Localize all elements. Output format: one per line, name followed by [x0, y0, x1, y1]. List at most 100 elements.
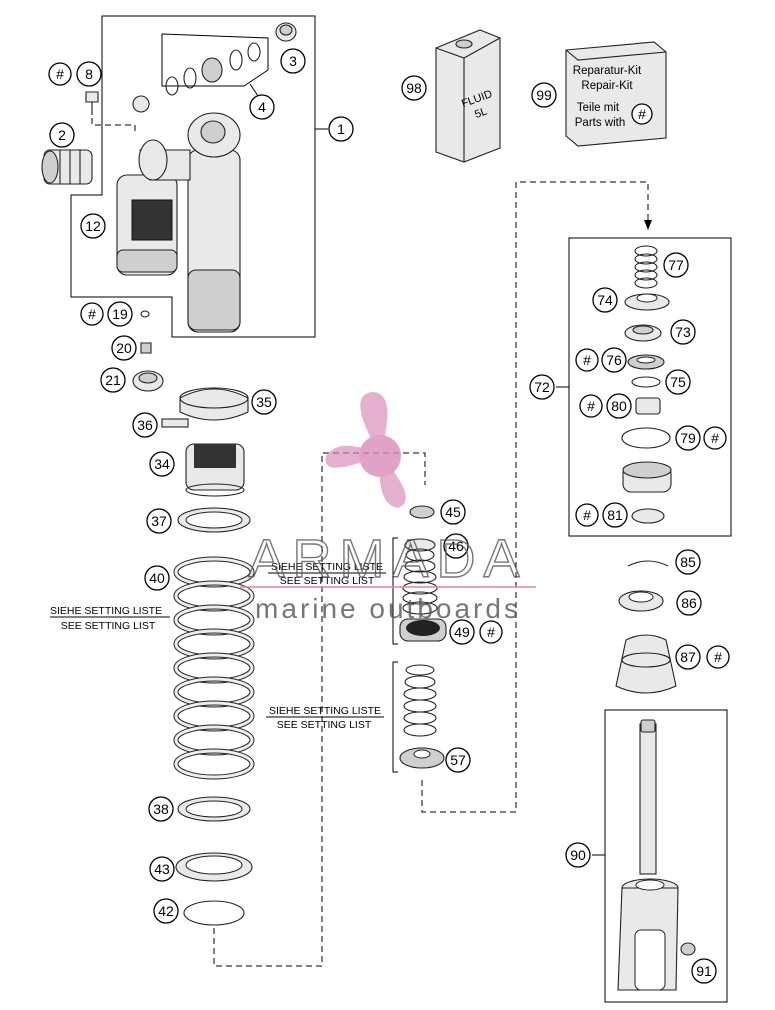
callout-3: 3 [280, 48, 306, 74]
callout-8: 8 [76, 61, 102, 87]
callout-number: 40 [149, 570, 165, 586]
fluid-can-volume: 5L [473, 105, 489, 120]
callout-2: 2 [49, 122, 75, 148]
callout-number: 98 [406, 80, 422, 96]
callout-43: 43 [149, 856, 175, 882]
repair-kit-parts-de: Teile mit [577, 102, 620, 114]
setting-list-en-2: SEE SETTING LIST [280, 575, 375, 587]
callout-number: 85 [680, 554, 696, 570]
callout-49: 49 [449, 619, 475, 645]
callout-85: 85 [675, 549, 701, 575]
callout-number: 35 [256, 394, 272, 410]
setting-list-de-1: SIEHE SETTING LISTE [50, 605, 162, 617]
callout-98: 98 [401, 75, 427, 101]
shim-stack-group [392, 181, 652, 813]
repair-kit-hash-marker: # [575, 348, 599, 372]
callout-77: 77 [663, 252, 689, 278]
repair-kit-hash-marker: # [479, 620, 503, 644]
repair-kit-hash: # [638, 106, 646, 122]
callout-90: 90 [565, 842, 591, 868]
callout-38: 38 [148, 796, 174, 822]
callout-number: 73 [675, 324, 691, 340]
repair-kit-hash-marker: # [80, 302, 104, 326]
hash-symbol: # [711, 430, 719, 446]
callout-number: 57 [450, 752, 466, 768]
callout-number: 19 [112, 306, 128, 322]
callout-number: 36 [137, 417, 153, 433]
callout-number: 72 [534, 379, 550, 395]
repair-kit-hash-marker: # [579, 394, 603, 418]
callout-number: 37 [151, 513, 167, 529]
callout-80: 80 [606, 393, 632, 419]
callout-number: 91 [696, 963, 712, 979]
setting-list-labels: SIEHE SETTING LISTE SEE SETTING LIST SIE… [50, 561, 386, 731]
callout-number: 87 [680, 649, 696, 665]
hash-symbol: # [88, 306, 96, 322]
callout-12: 12 [80, 213, 106, 239]
callout-number: 75 [670, 374, 686, 390]
callout-number: 34 [154, 456, 170, 472]
callout-86: 86 [676, 590, 702, 616]
callout-42: 42 [153, 898, 179, 924]
callout-number: 3 [289, 53, 297, 69]
callout-number: 42 [158, 903, 174, 919]
hash-symbol: # [487, 624, 495, 640]
callout-number: 20 [116, 340, 132, 356]
callout-72: 72 [529, 374, 555, 400]
repair-kit-parts-en: Parts with [575, 117, 626, 129]
repair-kit-de: Reparatur-Kit [573, 65, 642, 77]
callout-number: 4 [258, 99, 266, 115]
repair-kit-hash-marker: # [706, 645, 730, 669]
callout-number: 74 [597, 292, 613, 308]
repair-kit-en: Repair-Kit [581, 80, 633, 92]
callout-75: 75 [665, 369, 691, 395]
fluid-can: FLUID 5L [435, 29, 501, 163]
callout-number: 12 [85, 218, 101, 234]
repair-kit-hash-marker: # [703, 426, 727, 450]
repair-kit-hash-marker: # [48, 62, 72, 86]
adjuster-part-2 [41, 149, 93, 185]
callout-81: 81 [602, 502, 628, 528]
callout-40: 40 [144, 565, 170, 591]
hash-symbol: # [587, 398, 595, 414]
setting-list-en-3: SEE SETTING LIST [277, 719, 372, 731]
propeller-logo-icon [325, 392, 406, 508]
callout-36: 36 [132, 412, 158, 438]
callout-46: 46 [443, 533, 469, 559]
callout-number: 2 [58, 127, 66, 143]
hash-marker-layer: # # # # # # # # [48, 62, 730, 669]
hash-symbol: # [583, 507, 591, 523]
callout-number: 86 [681, 595, 697, 611]
callout-number: 1 [337, 121, 345, 137]
callout-number: 99 [536, 87, 552, 103]
callout-number: 45 [445, 504, 461, 520]
piston-rod-group [592, 709, 728, 1003]
setting-list-de-2: SIEHE SETTING LISTE [271, 561, 383, 573]
setting-list-en-1: SEE SETTING LIST [61, 620, 156, 632]
callout-number: 81 [607, 507, 623, 523]
repair-kit-box: Reparatur-Kit Repair-Kit Teile mit Parts… [565, 41, 667, 147]
repair-kit-hash-marker: # [575, 503, 599, 527]
shock-body-group [41, 15, 328, 392]
callout-number: 43 [154, 861, 170, 877]
reservoir-cap-group [615, 560, 677, 694]
repair-kit-hash-circle [631, 103, 653, 125]
watermark-tagline: marine outboards [255, 593, 521, 624]
callout-number: 76 [606, 352, 622, 368]
callout-number: 80 [611, 398, 627, 414]
callout-87: 87 [675, 644, 701, 670]
callout-number: 38 [153, 801, 169, 817]
callout-4: 4 [249, 94, 275, 120]
callout-35: 35 [251, 389, 277, 415]
callout-99: 99 [531, 82, 557, 108]
callout-57: 57 [445, 747, 471, 773]
callout-21: 21 [100, 367, 126, 393]
callout-number: 46 [448, 538, 464, 554]
callout-number: 49 [454, 624, 470, 640]
callout-74: 74 [592, 287, 618, 313]
callout-37: 37 [146, 508, 172, 534]
callout-91: 91 [691, 958, 717, 984]
callout-79: 79 [675, 425, 701, 451]
